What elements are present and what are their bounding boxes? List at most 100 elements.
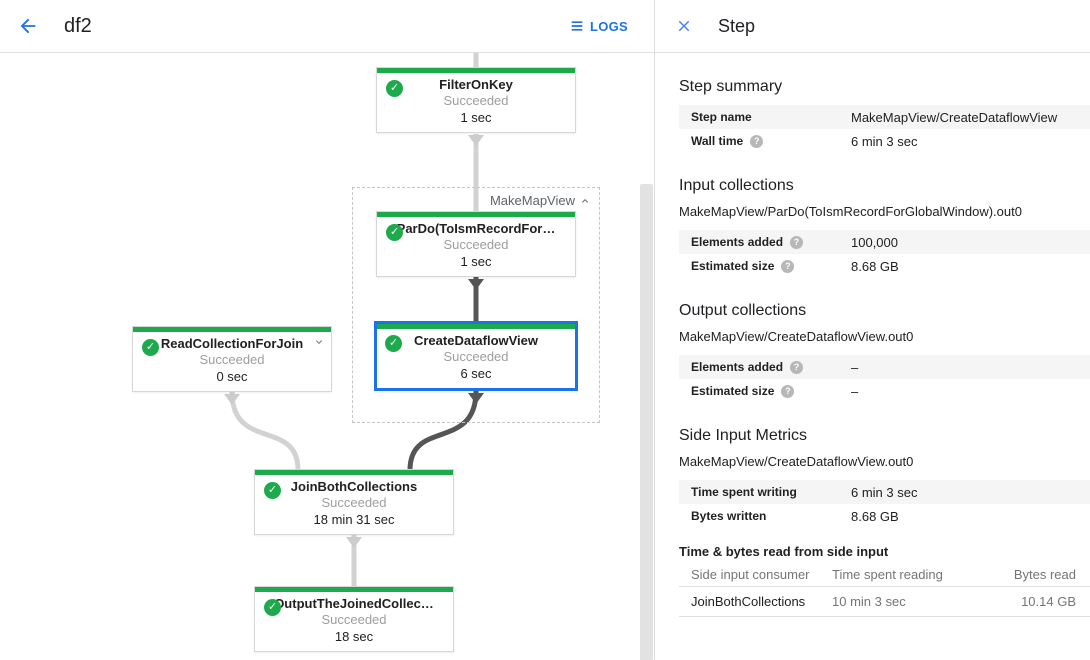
section-heading-step-summary: Step summary	[679, 78, 783, 95]
cell-time-spent-reading: 10 min 3 sec	[832, 594, 906, 609]
node-status: Succeeded	[443, 349, 509, 364]
graph-pane: df2 LOGS	[0, 0, 654, 660]
node-status-bar	[255, 587, 453, 592]
node-title: JoinBothCollections	[290, 479, 418, 494]
success-check-icon: ✓	[386, 224, 403, 241]
node-status-bar	[133, 327, 331, 332]
kv-value: –	[851, 359, 859, 375]
success-check-icon: ✓	[264, 482, 281, 499]
success-check-icon: ✓	[386, 80, 403, 97]
kv-label: Estimated size?	[691, 259, 851, 273]
table-row: JoinBothCollections 10 min 3 sec 10.14 G…	[679, 587, 1090, 617]
success-check-icon: ✓	[385, 335, 402, 352]
node-status-bar	[255, 470, 453, 475]
node-time: 6 sec	[460, 366, 492, 381]
input-collection-name: MakeMapView/ParDo(ToIsmRecordForGlobalWi…	[679, 204, 1022, 219]
table-header-row: Side input consumer Time spent reading B…	[679, 563, 1090, 587]
logs-list-icon	[571, 21, 583, 31]
kv-value: 6 min 3 sec	[851, 484, 918, 500]
side-input-collection-name: MakeMapView/CreateDataflowView.out0	[679, 454, 914, 469]
help-icon[interactable]: ?	[790, 235, 804, 249]
node-status: Succeeded	[443, 237, 509, 252]
kv-value: 100,000	[851, 234, 898, 250]
kv-value: 8.68 GB	[851, 258, 899, 274]
step-detail-panel: Step Step summary Step name MakeMapView/…	[654, 0, 1090, 660]
kv-row-estimated-size: Estimated size? –	[679, 379, 1090, 403]
group-makemapview-label[interactable]: MakeMapView	[490, 193, 591, 208]
success-check-icon: ✓	[264, 599, 281, 616]
col-header-time-spent-reading: Time spent reading	[832, 567, 943, 582]
success-check-icon: ✓	[142, 339, 159, 356]
kv-label: Time spent writing	[691, 485, 797, 499]
kv-row-elements-added: Elements added? –	[679, 355, 1090, 379]
arrowhead	[468, 393, 484, 404]
node-status: Succeeded	[321, 612, 387, 627]
arrowhead	[468, 279, 484, 290]
section-heading-input-collections: Input collections	[679, 177, 794, 194]
arrowhead	[346, 537, 362, 548]
col-header-bytes-read: Bytes read	[1013, 567, 1076, 582]
back-arrow-icon[interactable]	[16, 14, 40, 38]
kv-row-step-name: Step name MakeMapView/CreateDataflowView	[679, 105, 1090, 129]
node-time: 1 sec	[460, 254, 492, 269]
kv-value: –	[851, 383, 859, 399]
kv-label: Wall time?	[691, 134, 851, 148]
group-makemapview: MakeMapView	[352, 187, 600, 423]
logs-button[interactable]: LOGS	[569, 18, 628, 34]
chevron-down-icon[interactable]	[313, 335, 325, 353]
kv-row-estimated-size: Estimated size? 8.68 GB	[679, 254, 1090, 278]
node-title: OutputTheJoinedCollec…	[274, 596, 434, 611]
node-status-bar	[377, 68, 575, 73]
side-input-table-heading: Time & bytes read from side input	[679, 544, 889, 559]
node-title: ParDo(ToIsmRecordFor…	[396, 221, 556, 236]
kv-value: 6 min 3 sec	[851, 133, 918, 149]
node-readcollectionforjoin[interactable]: ✓ ReadCollectionForJoin Succeeded 0 sec	[132, 326, 332, 392]
node-createdataflowview[interactable]: ✓ CreateDataflowView Succeeded 6 sec	[374, 321, 578, 391]
edge-read-to-join	[229, 391, 301, 471]
node-title: CreateDataflowView	[413, 333, 539, 348]
node-filteronkey[interactable]: ✓ FilterOnKey Succeeded 1 sec	[376, 67, 576, 133]
node-title: FilterOnKey	[439, 77, 513, 92]
close-icon[interactable]	[674, 16, 694, 36]
help-icon[interactable]: ?	[781, 259, 795, 273]
edge-createview-to-join	[407, 390, 479, 471]
kv-value: MakeMapView/CreateDataflowView	[851, 109, 1058, 125]
node-status: Succeeded	[199, 352, 265, 367]
kv-label: Elements added?	[691, 235, 851, 249]
node-time: 18 sec	[334, 629, 374, 644]
kv-value: 8.68 GB	[851, 508, 899, 524]
panel-title: Step	[718, 15, 756, 36]
node-status-bar	[377, 324, 575, 329]
node-status-bar	[377, 212, 575, 217]
node-time: 0 sec	[216, 369, 248, 384]
logs-label: LOGS	[589, 18, 628, 34]
vertical-scrollbar[interactable]	[640, 184, 653, 660]
node-time: 1 sec	[460, 110, 492, 125]
kv-row-elements-added: Elements added? 100,000	[679, 230, 1090, 254]
section-heading-output-collections: Output collections	[679, 302, 807, 319]
kv-label: Bytes written	[691, 509, 767, 523]
help-icon[interactable]: ?	[790, 360, 804, 374]
col-header-side-input-consumer: Side input consumer	[691, 567, 810, 582]
chevron-up-icon	[582, 198, 588, 203]
job-title: df2	[64, 14, 92, 37]
help-icon[interactable]: ?	[750, 134, 764, 148]
arrowhead	[224, 394, 240, 405]
help-icon[interactable]: ?	[781, 384, 795, 398]
kv-label: Estimated size?	[691, 384, 851, 398]
node-joinbothcollections[interactable]: ✓ JoinBothCollections Succeeded 18 min 3…	[254, 469, 454, 535]
kv-label: Elements added?	[691, 360, 851, 374]
node-outputthejoinedcollection[interactable]: ✓ OutputTheJoinedCollec… Succeeded 18 se…	[254, 586, 454, 652]
arrowhead	[468, 135, 484, 146]
kv-row-wall-time: Wall time? 6 min 3 sec	[679, 129, 1090, 153]
cell-bytes-read: 10.14 GB	[1021, 594, 1076, 609]
panel-header: Step	[655, 0, 1090, 53]
kv-label: Step name	[691, 110, 752, 124]
section-heading-side-input-metrics: Side Input Metrics	[679, 427, 808, 444]
node-status: Succeeded	[321, 495, 387, 510]
panel-body: Step summary Step name MakeMapView/Creat…	[655, 53, 1090, 660]
top-toolbar: df2 LOGS	[0, 0, 654, 53]
node-pardo-toismrecord[interactable]: ✓ ParDo(ToIsmRecordFor… Succeeded 1 sec	[376, 211, 576, 277]
pipeline-edges	[224, 53, 484, 587]
